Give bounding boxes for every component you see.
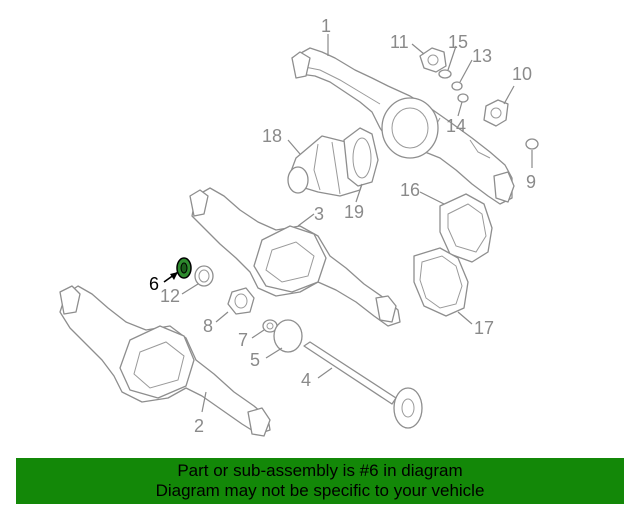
callout-1[interactable]: 1 [321,16,331,36]
callout-2[interactable]: 2 [194,416,204,436]
callout-12[interactable]: 12 [160,286,180,306]
axle-housing-bottom [59,285,271,437]
washer-15 [438,69,452,79]
info-banner: Part or sub-assembly is #6 in diagram Di… [16,458,624,504]
washer-14 [457,93,469,103]
gasket-10 [483,99,509,127]
callout-15[interactable]: 15 [448,32,468,52]
callout-13[interactable]: 13 [472,46,492,66]
axle-shaft-4 [303,341,423,429]
washer-13 [451,81,463,91]
callout-10[interactable]: 10 [512,64,532,84]
callout-14[interactable]: 14 [446,116,466,136]
callout-4[interactable]: 4 [301,370,311,390]
seal-6-highlighted [176,257,192,279]
callout-19[interactable]: 19 [344,202,364,222]
cover-17 [413,247,469,317]
callout-8[interactable]: 8 [203,316,213,336]
callout-17[interactable]: 17 [474,318,494,338]
axle-housing-top [291,47,515,205]
callout-6[interactable]: 6 [149,274,159,294]
cover-16 [439,193,493,263]
callout-3[interactable]: 3 [314,204,324,224]
gasket-19 [343,127,379,187]
flange-8 [227,287,255,315]
banner-line-2: Diagram may not be specific to your vehi… [155,481,485,500]
gasket-11 [419,47,447,73]
banner-line-1: Part or sub-assembly is #6 in diagram [177,461,463,480]
callout-11[interactable]: 11 [390,32,409,52]
bearing-12 [194,265,214,287]
parts-diagram: 1 2 3 4 5 6 7 8 9 10 11 12 13 14 15 16 1… [59,16,539,437]
callout-7[interactable]: 7 [238,330,248,350]
callout-5[interactable]: 5 [250,350,260,370]
callout-labels: 1 2 3 4 5 6 7 8 9 10 11 12 13 14 15 16 1… [149,16,536,436]
oring-5 [273,319,303,353]
seal-9 [525,138,539,150]
callout-16[interactable]: 16 [400,180,420,200]
callout-9[interactable]: 9 [526,172,536,192]
bearing-7 [262,319,278,333]
axle-housing-middle [189,187,401,327]
callout-18[interactable]: 18 [262,126,282,146]
leader-lines [163,34,533,413]
